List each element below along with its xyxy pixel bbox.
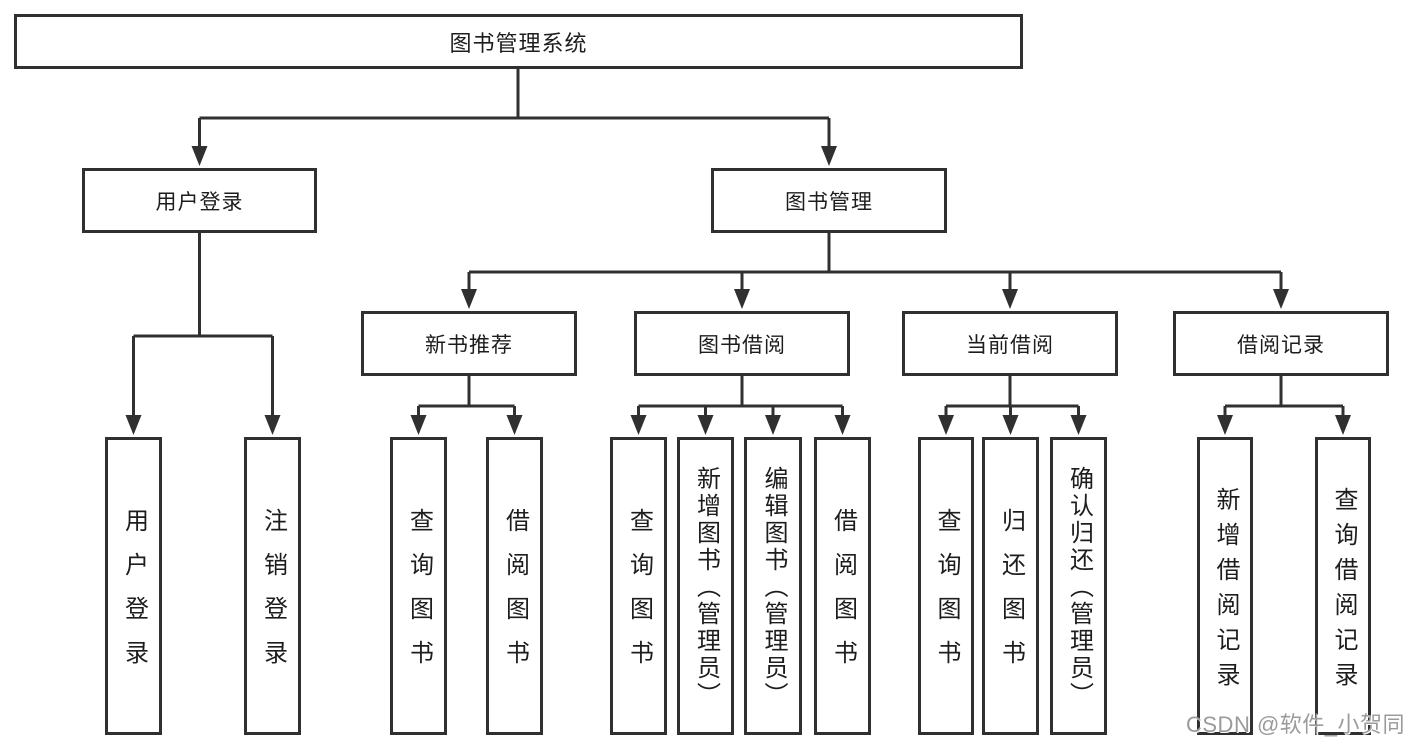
node-label: 查询图书 — [933, 508, 960, 684]
node-label: 借阅图书 — [829, 508, 857, 684]
connector-book-management-branch — [461, 233, 1289, 309]
node-label: 新增图书（管理员） — [692, 466, 720, 709]
leaf-borrow-book-1: 借阅图书 — [486, 437, 543, 735]
connector-root-to-level2 — [191, 69, 837, 166]
node-label: 查询图书 — [405, 508, 433, 684]
node-label: 图书借阅 — [698, 333, 786, 357]
connector-book-borrow-branch — [630, 376, 851, 435]
connector-new-book-branch — [410, 376, 523, 435]
node-label: 查询借阅记录 — [1330, 486, 1357, 697]
leaf-query-book-3: 查询图书 — [918, 437, 974, 735]
node-label: 新增借阅记录 — [1212, 486, 1239, 697]
node-new-book-recommend: 新书推荐 — [361, 311, 577, 376]
node-borrow-record: 借阅记录 — [1173, 311, 1389, 376]
node-label: 编辑图书（管理员） — [760, 466, 787, 709]
leaf-add-borrow-record: 新增借阅记录 — [1197, 437, 1253, 735]
leaf-user-login: 用户登录 — [105, 437, 162, 735]
leaf-query-book-2: 查询图书 — [610, 437, 667, 735]
node-label: 确认归还（管理员） — [1065, 466, 1093, 709]
leaf-return-book: 归还图书 — [982, 437, 1039, 735]
node-label: 当前借阅 — [966, 333, 1054, 357]
node-user-login: 用户登录 — [82, 168, 317, 233]
node-label: 用户登录 — [155, 190, 244, 214]
node-label: 图书管理 — [785, 190, 873, 214]
node-label: 查询图书 — [625, 508, 653, 684]
connector-borrow-record-branch — [1217, 376, 1351, 435]
node-label: 注销登录 — [259, 508, 287, 684]
node-label: 借阅图书 — [501, 508, 529, 684]
connector-user-login-branch — [125, 233, 281, 435]
node-label: 新书推荐 — [425, 333, 513, 357]
node-label: 图书管理系统 — [449, 30, 588, 56]
node-label: 用户登录 — [120, 508, 148, 684]
leaf-edit-book-admin: 编辑图书（管理员） — [744, 437, 802, 735]
leaf-query-book-1: 查询图书 — [390, 437, 447, 735]
node-label: 借阅记录 — [1237, 333, 1325, 357]
node-current-borrow: 当前借阅 — [902, 311, 1118, 376]
leaf-confirm-return-admin: 确认归还（管理员） — [1050, 437, 1107, 735]
node-root-system: 图书管理系统 — [14, 14, 1023, 69]
node-book-management: 图书管理 — [711, 168, 947, 233]
leaf-logout: 注销登录 — [244, 437, 301, 735]
connector-current-borrow-branch — [938, 376, 1087, 435]
node-book-borrow: 图书借阅 — [634, 311, 850, 376]
leaf-add-book-admin: 新增图书（管理员） — [677, 437, 734, 735]
leaf-query-borrow-record: 查询借阅记录 — [1315, 437, 1371, 735]
node-label: 归还图书 — [997, 508, 1025, 684]
leaf-borrow-book-2: 借阅图书 — [814, 437, 871, 735]
watermark: CSDN @软件_小贺同学 — [1186, 712, 1405, 737]
